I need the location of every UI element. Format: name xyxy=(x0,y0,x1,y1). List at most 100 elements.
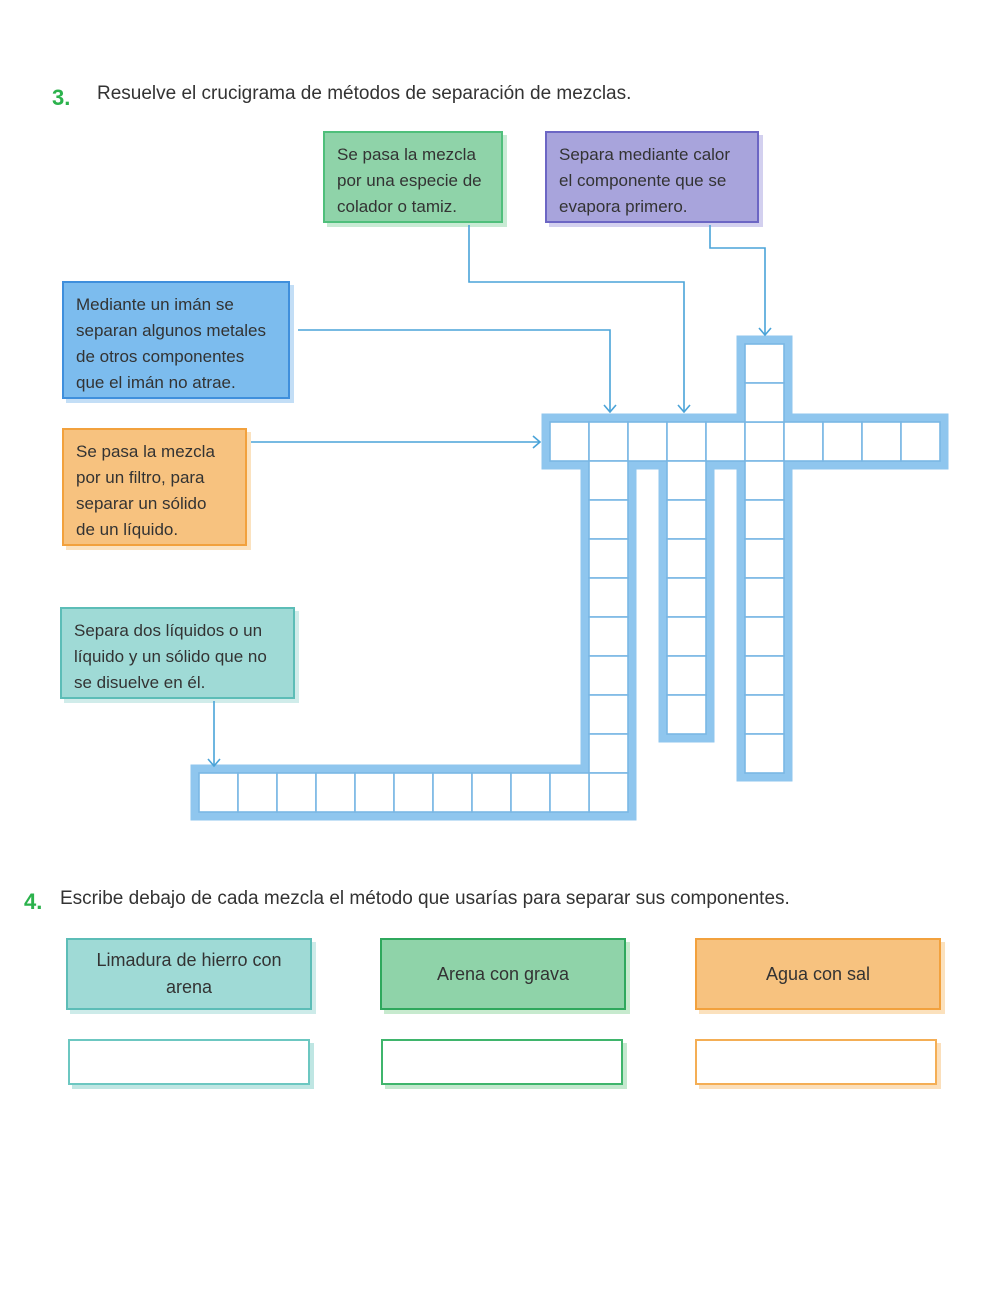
crossword-cell xyxy=(588,772,629,813)
crossword-cell xyxy=(900,421,941,462)
crossword-cell xyxy=(588,733,629,774)
connector-line xyxy=(468,225,685,412)
clue-line: de otros componentes xyxy=(76,347,245,366)
mixture-card: Arena con grava xyxy=(380,938,626,1010)
imantacion-cells xyxy=(588,460,629,813)
crossword-cell xyxy=(666,499,707,540)
crossword-cell xyxy=(588,460,629,501)
clue-line: el componente que se xyxy=(559,171,727,190)
clue-decantacion: Separa dos líquidos o un líquido y un só… xyxy=(60,607,295,699)
crossword-cell xyxy=(783,421,824,462)
crossword-cell xyxy=(861,421,902,462)
arrow-icon xyxy=(532,435,542,449)
clue-filtracion: Se pasa la mezcla por un filtro, para se… xyxy=(62,428,247,546)
clue-line: por una especie de xyxy=(337,171,482,190)
crossword-cell xyxy=(744,655,785,696)
crossword-cell xyxy=(744,421,785,462)
clue-tamizado: Se pasa la mezcla por una especie de col… xyxy=(323,131,503,223)
arrow-icon xyxy=(758,327,772,337)
connector-destilacion xyxy=(709,225,772,337)
crossword-cell xyxy=(471,772,512,813)
mixture-label: Agua con sal xyxy=(765,963,871,984)
crossword-cell xyxy=(666,616,707,657)
crossword-cell xyxy=(744,499,785,540)
mixture-label: Limadura de hierro con xyxy=(96,950,282,970)
crossword-cell xyxy=(276,772,317,813)
arrow-icon xyxy=(603,404,617,414)
clue-line: se disuelve en él. xyxy=(74,673,206,692)
crossword-cell xyxy=(510,772,551,813)
exercise-4-number: 4. xyxy=(24,889,43,914)
answer-field[interactable] xyxy=(68,1039,310,1085)
tamizado-cells xyxy=(666,460,707,735)
answer-field[interactable] xyxy=(381,1039,623,1085)
clue-line: que el imán no atrae. xyxy=(76,373,236,392)
answer-field[interactable] xyxy=(695,1039,937,1085)
mixture-label: arena xyxy=(165,977,213,997)
crossword-cell xyxy=(705,421,746,462)
crossword-cell xyxy=(432,772,473,813)
crossword-cell xyxy=(744,343,785,384)
clue-line: Se pasa la mezcla xyxy=(337,145,476,164)
destilacion-cells-lower xyxy=(744,460,785,774)
grid-frames xyxy=(190,335,949,821)
crossword-cell xyxy=(198,772,239,813)
crossword-cell xyxy=(744,577,785,618)
crossword-cell xyxy=(588,577,629,618)
crossword-cell xyxy=(744,694,785,735)
filtracion-cells xyxy=(549,421,941,462)
crossword-cell xyxy=(666,655,707,696)
crossword-cell xyxy=(627,421,668,462)
arrow-icon xyxy=(677,404,691,414)
destilacion-cells xyxy=(744,343,785,423)
exercise-3-instruction: Resuelve el crucigrama de métodos de sep… xyxy=(97,83,632,104)
clue-line: evapora primero. xyxy=(559,197,688,216)
clue-line: Separa mediante calor xyxy=(559,145,731,164)
clue-line: separan algunos metales xyxy=(76,321,266,340)
crossword-cell xyxy=(393,772,434,813)
crossword-cell xyxy=(237,772,278,813)
crossword-cell xyxy=(744,538,785,579)
crossword-cell xyxy=(588,655,629,696)
crossword-cell xyxy=(588,538,629,579)
crossword-cell xyxy=(588,694,629,735)
crossword-cell xyxy=(744,616,785,657)
exercise-4-instruction: Escribe debajo de cada mezcla el método … xyxy=(60,888,790,909)
crossword-cell xyxy=(354,772,395,813)
mixture-card: Agua con sal xyxy=(695,938,941,1010)
crossword-cell xyxy=(549,421,590,462)
crossword-cell xyxy=(315,772,356,813)
mixture-label: Arena con grava xyxy=(436,963,570,984)
clue-line: por un filtro, para xyxy=(76,468,205,487)
clue-destilacion: Separa mediante calor el componente que … xyxy=(545,131,759,223)
clue-line: líquido y un sólido que no xyxy=(74,647,267,666)
connector-tamizado xyxy=(468,225,691,414)
crossword-cell xyxy=(549,772,590,813)
crossword-cell xyxy=(666,694,707,735)
crossword-cell xyxy=(666,460,707,501)
connector-decantacion xyxy=(207,701,221,768)
crossword-cell xyxy=(744,460,785,501)
crossword-cell xyxy=(588,616,629,657)
clue-line: Se pasa la mezcla xyxy=(76,442,215,461)
crossword-cell xyxy=(744,382,785,423)
clue-line: Separa dos líquidos o un xyxy=(74,621,263,640)
connector-line xyxy=(709,225,766,335)
exercise-3-number: 3. xyxy=(52,85,71,110)
crossword-cell xyxy=(666,538,707,579)
mixture-card: Limadura de hierro con arena xyxy=(66,938,312,1010)
crossword-cell xyxy=(666,421,707,462)
clue-imantacion: Mediante un imán se separan algunos meta… xyxy=(62,281,290,399)
crossword-cell xyxy=(666,577,707,618)
connector-imantacion xyxy=(298,329,617,414)
crossword-cell xyxy=(744,733,785,774)
connector-line xyxy=(298,329,611,412)
clue-line: separar un sólido xyxy=(76,494,207,513)
clue-line: de un líquido. xyxy=(76,520,179,539)
crossword-cell xyxy=(822,421,863,462)
clue-line: Mediante un imán se xyxy=(76,295,234,314)
decantacion-cells xyxy=(198,772,590,813)
arrow-icon xyxy=(207,758,221,768)
crossword-cell xyxy=(588,499,629,540)
connector-filtracion xyxy=(251,435,542,449)
